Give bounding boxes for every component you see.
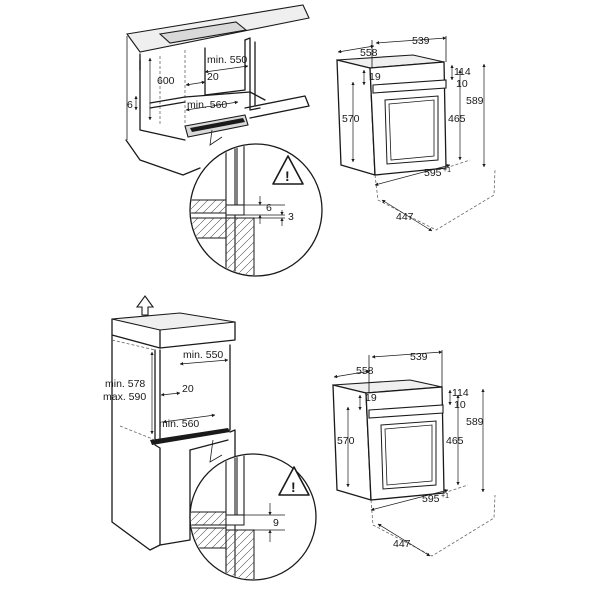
top-detail-d6: 6 bbox=[266, 202, 272, 214]
oven-window bbox=[384, 95, 439, 165]
top-oven-d595: 595 bbox=[424, 167, 442, 179]
bottom-max590: max. 590 bbox=[103, 391, 146, 403]
bottom-oven-d10: 10 bbox=[454, 399, 466, 411]
top-oven-d10: 10 bbox=[456, 78, 468, 90]
top-min560: min. 560 bbox=[187, 99, 227, 111]
bottom-oven-d539: 539 bbox=[410, 351, 428, 363]
bottom-oven-d570: 570 bbox=[337, 435, 355, 447]
hob-cutout bbox=[158, 21, 248, 44]
top-d20: 20 bbox=[207, 71, 219, 83]
top-detail-circle: 6 3 ! bbox=[189, 143, 323, 277]
bottom-oven-d465: 465 bbox=[446, 435, 464, 447]
top-d6: 6 bbox=[127, 99, 133, 111]
svg-text:!: ! bbox=[285, 168, 290, 184]
top-detail-d3: 3 bbox=[288, 211, 294, 223]
top-cabinet-view: min. 550 20 600 6 min. 560 bbox=[125, 4, 310, 176]
bottom-cabinet-view: min. 550 min. 578 max. 590 20 min. 560 bbox=[103, 295, 236, 551]
warning-triangle-icon: ! bbox=[272, 155, 304, 185]
bottom-detail-circle: 9 ! bbox=[189, 453, 317, 581]
top-oven-d570: 570 bbox=[342, 113, 360, 125]
top-oven-d19: 19 bbox=[369, 71, 381, 83]
bottom-d20: 20 bbox=[182, 383, 194, 395]
up-arrow-icon bbox=[135, 295, 155, 316]
top-oven-d447: 447 bbox=[396, 211, 414, 223]
top-min550: min. 550 bbox=[207, 54, 247, 66]
bottom-oven-d595-tol: +1 bbox=[441, 493, 449, 500]
bottom-oven-d589: 589 bbox=[466, 416, 484, 428]
warning-triangle-icon: ! bbox=[278, 466, 310, 496]
top-oven-d465: 465 bbox=[448, 113, 466, 125]
bottom-oven-view: 558 539 19 114 10 589 570 465 595 +1 447 bbox=[332, 350, 496, 557]
top-oven-d539: 539 bbox=[412, 35, 430, 47]
top-oven-view: 558 539 19 114 10 589 570 465 595 +1 447 bbox=[336, 35, 496, 232]
svg-text:!: ! bbox=[291, 479, 296, 495]
bottom-oven-d19: 19 bbox=[365, 392, 377, 404]
bottom-min578: min. 578 bbox=[105, 378, 145, 390]
control-panel bbox=[372, 79, 447, 94]
top-oven-d114: 114 bbox=[454, 66, 471, 78]
top-oven-d595-tol: +1 bbox=[443, 167, 451, 174]
top-d600: 600 bbox=[157, 75, 175, 87]
top-oven-d558: 558 bbox=[360, 47, 378, 59]
bottom-min560: min. 560 bbox=[159, 418, 199, 430]
bottom-oven-d114: 114 bbox=[452, 387, 469, 399]
bottom-detail-d9: 9 bbox=[273, 517, 279, 529]
bottom-oven-d595: 595 bbox=[422, 493, 440, 505]
bottom-min550: min. 550 bbox=[183, 349, 223, 361]
bottom-oven-d447: 447 bbox=[393, 538, 411, 550]
top-oven-d589: 589 bbox=[466, 95, 484, 107]
bottom-oven-d558: 558 bbox=[356, 365, 374, 377]
